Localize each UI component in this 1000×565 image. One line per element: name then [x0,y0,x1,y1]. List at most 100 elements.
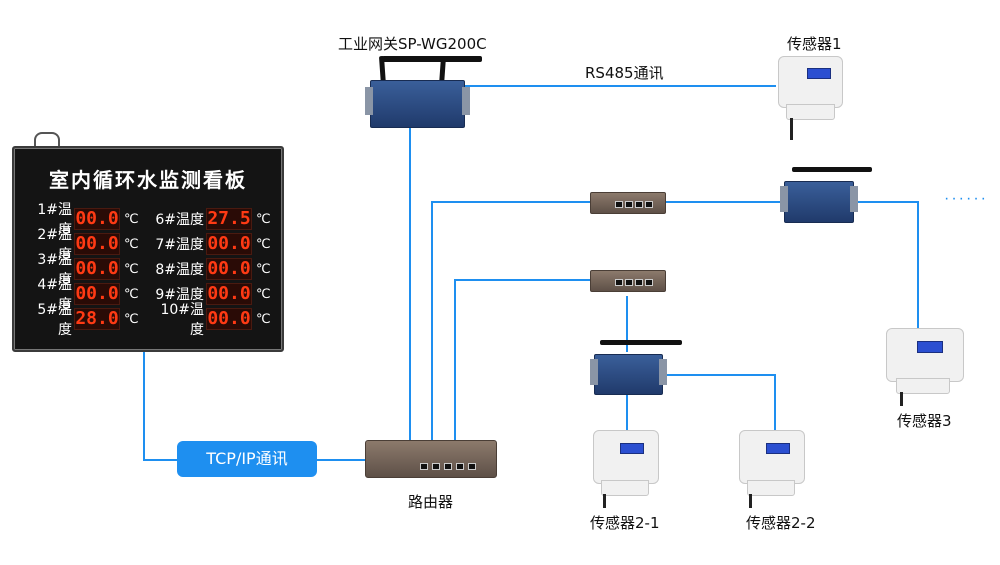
board-row-3: 3#温度 00.0 ℃ [24,252,139,288]
sensor2-1-cable [603,494,606,508]
row-value: 00.0 [74,208,120,230]
sensor2-1-device [593,430,659,484]
sensor3-leg [896,378,950,394]
row-value: 00.0 [206,283,252,305]
antenna-icon [792,167,872,172]
board-row-8: 8#温度 00.0 ℃ [148,258,271,280]
row-unit: ℃ [124,311,139,326]
row-value: 00.0 [206,308,252,330]
port [625,279,633,286]
row-unit: ℃ [256,311,271,326]
row-value: 00.0 [206,258,252,280]
sensor2-2-cable [749,494,752,508]
board-title: 室内循环水监测看板 [49,168,247,192]
board-row-9: 9#温度 00.0 ℃ [148,283,271,305]
sensor1-leg [786,104,835,120]
sensor3-label: 传感器3 [897,412,952,430]
row-label: 5#温度 [37,302,72,338]
sensor2-2-leg [747,480,795,496]
port [645,201,653,208]
row-label: 2#温度 [37,227,72,263]
gateway3-device [590,354,667,395]
sensor-screen [807,68,831,79]
board-row-2: 2#温度 00.0 ℃ [24,227,139,263]
sensor1-cable [790,118,793,140]
row-unit: ℃ [256,236,271,251]
router-label: 路由器 [408,493,454,511]
row-value: 28.0 [74,308,120,330]
row-label: 4#温度 [37,277,72,313]
row-unit: ℃ [256,211,271,226]
antenna-base [382,56,482,62]
line-router-switch1 [431,201,590,445]
board-row-5: 5#温度 28.0 ℃ [24,302,139,338]
row-value: 27.5 [206,208,252,230]
gateway-ear [659,359,667,385]
row-unit: ℃ [124,236,139,251]
more-ellipsis: ······ [944,190,988,207]
switch1-device [590,192,666,214]
row-label: 10#温度 [160,302,204,338]
port [615,201,623,208]
row-unit: ℃ [256,286,271,301]
sensor3-cable [900,392,903,406]
gateway-ear [365,87,373,115]
gateway-ear [590,359,598,385]
row-value: 00.0 [74,233,120,255]
row-label: 3#温度 [37,252,72,288]
port [625,201,633,208]
row-label: 7#温度 [155,237,204,253]
port [444,463,452,470]
gateway-device [365,80,470,128]
row-unit: ℃ [124,286,139,301]
led-board: 室内循环水监测看板 1#温度 00.0 ℃ 2#温度 00.0 ℃ 3#温度 0… [12,146,284,352]
row-unit: ℃ [124,211,139,226]
switch2-device [590,270,666,292]
antenna-icon [600,340,682,345]
router-device [365,440,497,478]
gateway2-device [780,181,858,223]
tcp-ip-badge: TCP/IP通讯 [177,441,317,477]
sensor2-1-leg [601,480,649,496]
sensor2-1-label: 传感器2-1 [590,514,660,532]
sensor1-label: 传感器1 [787,35,842,53]
port [420,463,428,470]
row-value: 00.0 [74,283,120,305]
port [432,463,440,470]
line-gateway3-sensor2-2 [661,374,776,432]
sensor-screen [620,443,644,454]
row-label: 8#温度 [155,262,204,278]
port [635,201,643,208]
row-value: 00.0 [74,258,120,280]
gateway-label: 工业网关SP-WG200C [338,35,487,53]
port [468,463,476,470]
sensor-screen [766,443,790,454]
board-row-4: 4#温度 00.0 ℃ [24,277,139,313]
line-router-switch2 [454,279,590,445]
sensor2-2-label: 传感器2-2 [746,514,816,532]
port [635,279,643,286]
row-unit: ℃ [256,261,271,276]
row-label: 6#温度 [155,212,204,228]
sensor1-device [778,56,843,108]
row-unit: ℃ [124,261,139,276]
board-row-10: 10#温度 00.0 ℃ [148,302,271,338]
gateway-ear [850,186,858,212]
sensor2-2-device [739,430,805,484]
row-value: 00.0 [206,233,252,255]
gateway-ear [462,87,470,115]
port [615,279,623,286]
led-board-hanger [34,132,60,148]
board-row-7: 7#温度 00.0 ℃ [148,233,271,255]
board-row-1: 1#温度 00.0 ℃ [24,202,139,238]
sensor-screen [917,341,943,353]
row-label: 9#温度 [155,287,204,303]
board-row-6: 6#温度 27.5 ℃ [148,208,271,230]
sensor3-device [886,328,964,382]
row-label: 1#温度 [37,202,72,238]
port [456,463,464,470]
gateway-ear [780,186,788,212]
port [645,279,653,286]
rs485-label: RS485通讯 [585,64,664,82]
